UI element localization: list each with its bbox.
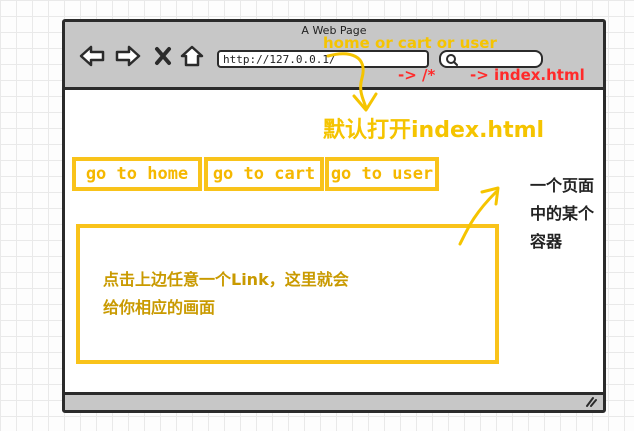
route-options-annotation: home or cart or user bbox=[323, 34, 497, 52]
home-icon[interactable] bbox=[179, 44, 205, 68]
side-note-line-1: 一个页面 bbox=[530, 176, 595, 195]
browser-window: A Web Page http://127.0.0.1/ bbox=[62, 19, 606, 413]
link-go-to-user[interactable]: go to user bbox=[325, 157, 439, 191]
content-description-line-2: 给你相应的画面 bbox=[103, 298, 216, 317]
back-arrow-icon[interactable] bbox=[79, 44, 105, 68]
side-note-line-2: 中的某个 bbox=[530, 204, 595, 223]
curved-arrow-icon bbox=[326, 52, 378, 112]
close-icon[interactable] bbox=[153, 44, 173, 68]
side-note-line-3: 容器 bbox=[530, 232, 563, 251]
status-bar bbox=[65, 392, 603, 410]
container-side-note: 一个页面 中的某个 容器 bbox=[530, 172, 630, 256]
window-title: A Web Page bbox=[301, 24, 367, 37]
content-description: 点击上边任意一个Link，这里就会 给你相应的画面 bbox=[103, 266, 463, 322]
url-text: http://127.0.0.1/ bbox=[223, 53, 336, 66]
content-container bbox=[76, 224, 499, 364]
content-description-line-1: 点击上边任意一个Link，这里就会 bbox=[103, 270, 349, 289]
forward-arrow-icon[interactable] bbox=[115, 44, 141, 68]
search-box[interactable] bbox=[439, 50, 543, 68]
root-route-annotation: -> /* bbox=[398, 66, 436, 84]
index-route-annotation: -> index.html bbox=[470, 66, 585, 84]
default-page-annotation: 默认打开index.html bbox=[323, 118, 545, 143]
link-go-to-home[interactable]: go to home bbox=[72, 157, 202, 191]
browser-toolbar: A Web Page http://127.0.0.1/ bbox=[65, 22, 603, 90]
resize-grip-icon[interactable] bbox=[583, 394, 597, 408]
pointer-arrow-icon bbox=[458, 186, 500, 246]
address-bar[interactable]: http://127.0.0.1/ bbox=[217, 50, 429, 68]
search-icon bbox=[446, 54, 458, 66]
link-go-to-cart[interactable]: go to cart bbox=[204, 157, 324, 191]
